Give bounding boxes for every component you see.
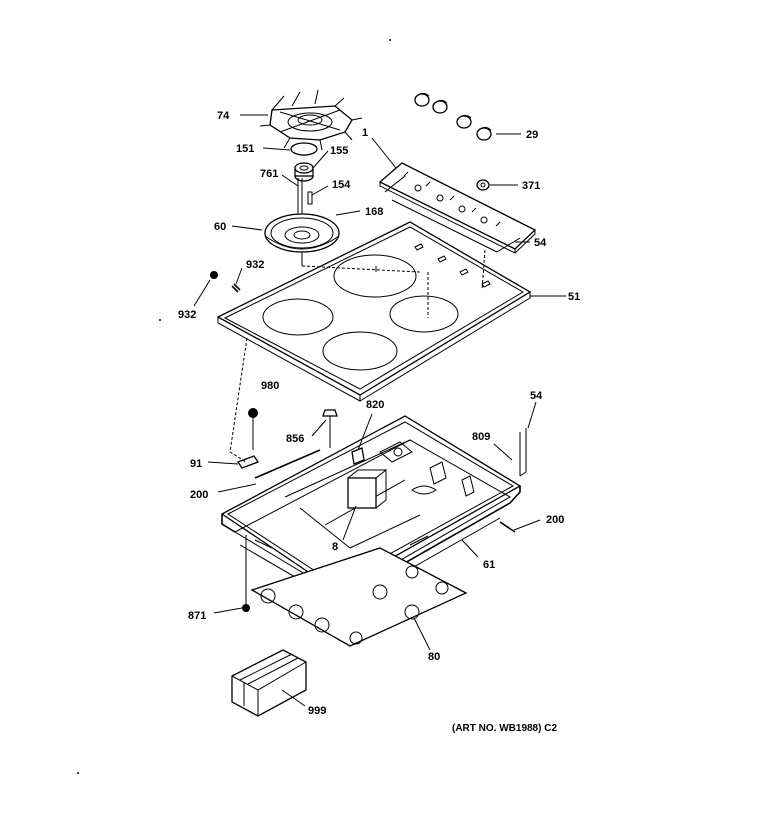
cooktop-top — [216, 221, 532, 402]
screw-980 — [248, 408, 258, 418]
label-1: 1 — [362, 127, 368, 139]
label-154: 154 — [332, 179, 351, 191]
label-80: 80 — [428, 651, 440, 663]
label-91: 91 — [190, 458, 202, 470]
burner-bowl — [264, 213, 340, 266]
label-999: 999 — [308, 705, 326, 717]
burner-grate — [259, 89, 363, 151]
control-panel — [378, 162, 537, 254]
label-29: 29 — [526, 129, 538, 141]
label-8: 8 — [332, 541, 338, 553]
spark-electrode — [297, 178, 303, 215]
bottom-plate — [250, 547, 468, 647]
orifice — [307, 191, 313, 205]
spring-200-right — [499, 521, 516, 533]
label-761: 761 — [260, 168, 278, 180]
label-820: 820 — [366, 399, 384, 411]
panel-gasket — [384, 175, 521, 253]
art-number: (ART NO. WB1988) C2 — [452, 723, 557, 734]
label-51: 51 — [568, 291, 580, 303]
label-932-right: 932 — [246, 259, 264, 271]
bracket-91 — [237, 455, 259, 469]
spring-200 — [254, 449, 321, 479]
label-371: 371 — [522, 180, 540, 192]
control-knobs — [414, 92, 492, 141]
label-155: 155 — [330, 145, 348, 157]
label-871: 871 — [188, 610, 206, 622]
burner-cap — [290, 142, 318, 156]
label-168: 168 — [365, 206, 383, 218]
label-54-right: 54 — [530, 390, 543, 402]
part-labels: 74 1 29 151 155 761 154 371 168 60 54 93… — [178, 110, 580, 734]
leader-lines — [193, 114, 566, 707]
burner-head — [294, 162, 314, 182]
label-151: 151 — [236, 143, 254, 155]
screw-871 — [242, 604, 250, 612]
label-60: 60 — [214, 221, 226, 233]
label-61: 61 — [483, 559, 495, 571]
label-932-left: 932 — [178, 309, 196, 321]
parts-box — [231, 649, 307, 717]
assembly-guides — [229, 249, 486, 463]
knob-grommet — [476, 179, 490, 191]
label-980: 980 — [261, 380, 279, 392]
label-856: 856 — [286, 433, 304, 445]
label-200-right: 200 — [546, 514, 564, 526]
screw-932 — [210, 271, 218, 279]
screw-856 — [322, 409, 338, 417]
label-54-top: 54 — [534, 237, 547, 249]
label-200-left: 200 — [190, 489, 208, 501]
label-74: 74 — [217, 110, 230, 122]
label-809: 809 — [472, 431, 490, 443]
